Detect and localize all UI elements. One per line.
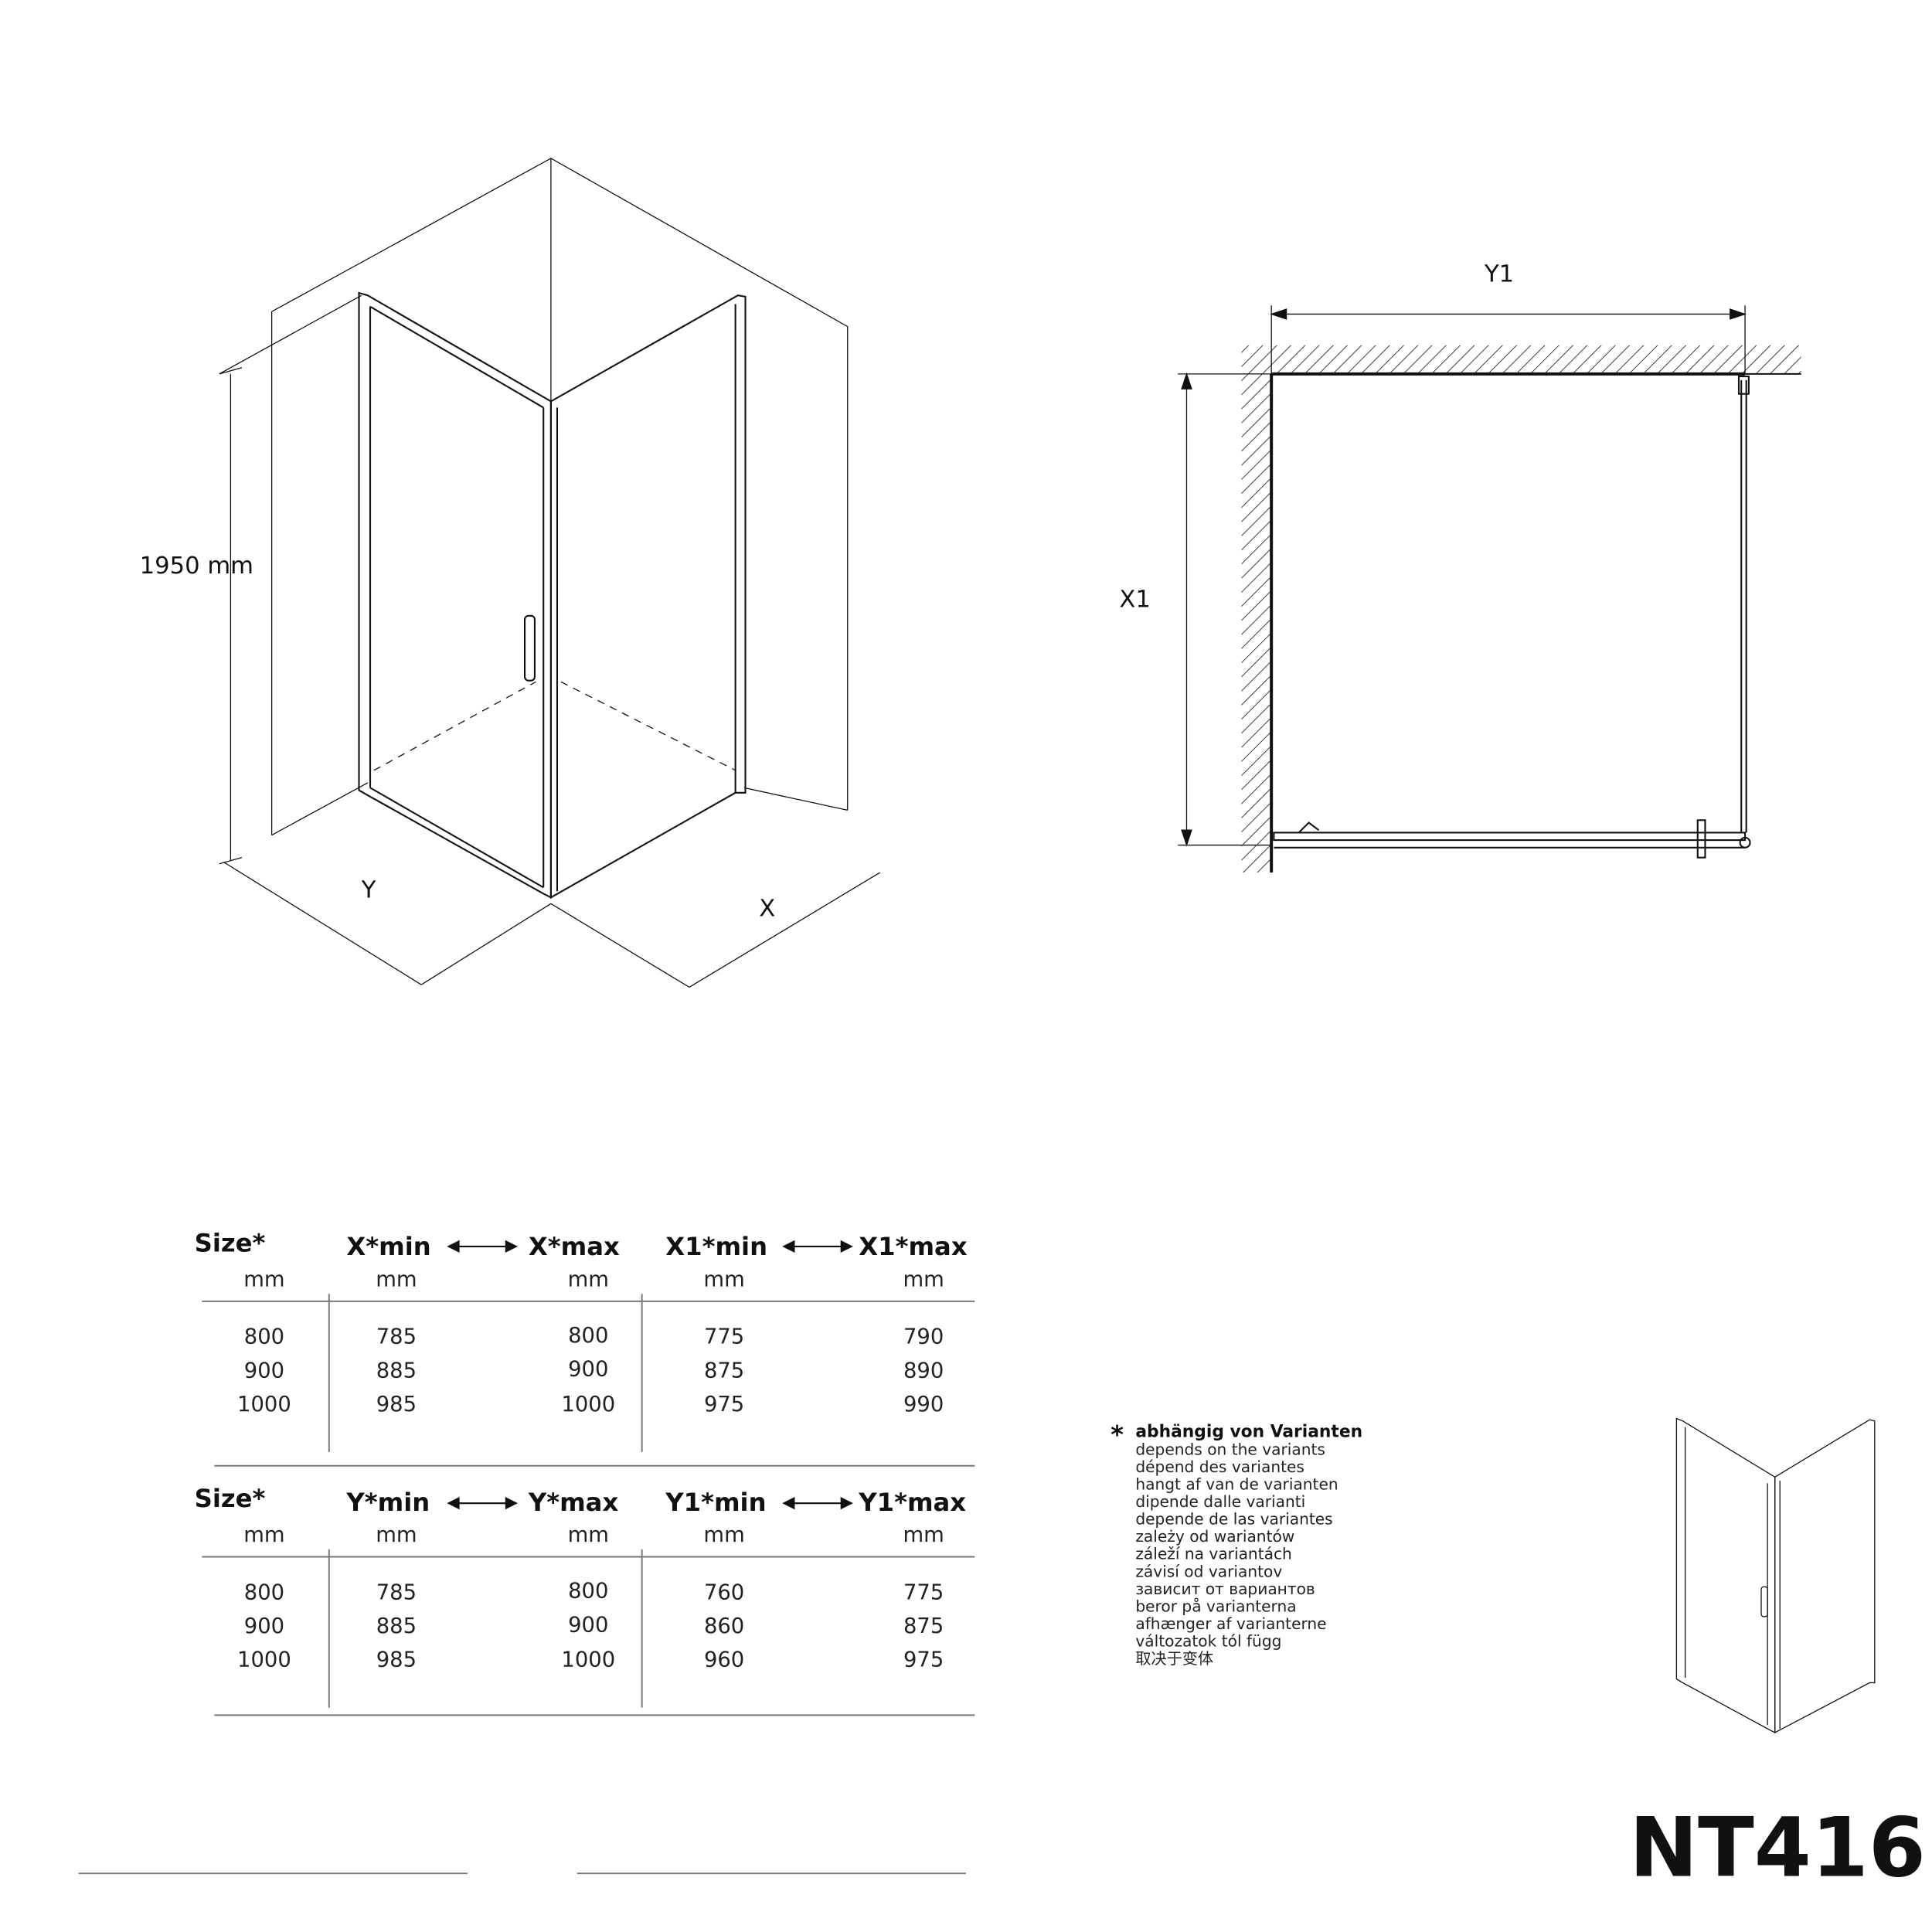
header-x-max: X*max bbox=[529, 1232, 620, 1261]
svg-text:890: 890 bbox=[903, 1359, 944, 1383]
header-x1-min: X1*min bbox=[665, 1232, 767, 1261]
x-label: X bbox=[759, 895, 775, 922]
header-y1-max: Y1*max bbox=[858, 1488, 966, 1517]
svg-text:800: 800 bbox=[568, 1580, 608, 1604]
svg-text:hangt af van de varianten: hangt af van de varianten bbox=[1135, 1475, 1338, 1493]
door-handle bbox=[523, 614, 536, 682]
isometric-drawing: 1950 mm Y X bbox=[140, 158, 881, 988]
unit: mm bbox=[243, 1523, 284, 1547]
height-dimension bbox=[219, 294, 362, 865]
svg-text:760: 760 bbox=[704, 1580, 744, 1604]
svg-text:975: 975 bbox=[903, 1648, 944, 1672]
svg-text:875: 875 bbox=[704, 1359, 744, 1383]
svg-text:990: 990 bbox=[903, 1393, 944, 1417]
top-wall-hatch bbox=[1271, 345, 1801, 374]
svg-text:775: 775 bbox=[903, 1580, 944, 1604]
note-asterisk: * bbox=[1111, 1420, 1124, 1450]
size-table-y: Size* Y*min Y*max Y1*min Y1*max mm mm mm… bbox=[195, 1484, 975, 1716]
svg-text:1000: 1000 bbox=[237, 1393, 291, 1417]
svg-text:1000: 1000 bbox=[561, 1393, 615, 1417]
unit: mm bbox=[568, 1268, 609, 1292]
table-row: 900 885 900 860 875 bbox=[244, 1613, 944, 1638]
svg-text:985: 985 bbox=[376, 1393, 417, 1417]
unit: mm bbox=[903, 1268, 944, 1292]
svg-text:785: 785 bbox=[376, 1325, 417, 1349]
y-label: Y bbox=[361, 876, 376, 903]
range-arrow-icon bbox=[447, 1497, 519, 1510]
svg-text:885: 885 bbox=[376, 1614, 417, 1638]
svg-text:775: 775 bbox=[704, 1325, 744, 1349]
svg-text:975: 975 bbox=[704, 1393, 744, 1417]
svg-text:dipende dalle varianti: dipende dalle varianti bbox=[1135, 1492, 1305, 1511]
header-y1-min: Y1*min bbox=[665, 1488, 766, 1517]
svg-text:záleží na variantách: záleží na variantách bbox=[1135, 1545, 1291, 1563]
model-code: NT416 bbox=[1629, 1800, 1926, 1896]
svg-text:860: 860 bbox=[704, 1614, 744, 1638]
unit: mm bbox=[376, 1268, 417, 1292]
svg-text:afhænger af varianterne: afhænger af varianterne bbox=[1135, 1614, 1326, 1633]
svg-text:зависит от вариантов: зависит от вариантов bbox=[1135, 1580, 1315, 1598]
svg-text:790: 790 bbox=[903, 1325, 944, 1349]
header-y-min: Y*min bbox=[345, 1488, 430, 1517]
header-y-max: Y*max bbox=[528, 1488, 619, 1517]
note-title: abhängig von Varianten bbox=[1135, 1423, 1362, 1442]
unit: mm bbox=[703, 1523, 744, 1547]
shower-door-panel bbox=[358, 291, 552, 899]
variants-note: * abhängig von Varianten depends on the … bbox=[1111, 1420, 1362, 1668]
table-row: 1000 985 1000 975 990 bbox=[237, 1393, 944, 1417]
header-size: Size* bbox=[195, 1228, 266, 1257]
product-thumbnail bbox=[1675, 1417, 1876, 1734]
svg-text:785: 785 bbox=[376, 1580, 417, 1604]
svg-text:800: 800 bbox=[244, 1580, 284, 1604]
svg-text:960: 960 bbox=[704, 1648, 744, 1672]
svg-text:zależy od wariantów: zależy od wariantów bbox=[1135, 1527, 1294, 1546]
header-x1-max: X1*max bbox=[859, 1232, 968, 1261]
svg-text:900: 900 bbox=[244, 1359, 284, 1383]
range-arrow-icon bbox=[782, 1240, 853, 1253]
table-row: 1000 985 1000 960 975 bbox=[237, 1648, 944, 1672]
svg-text:változatok tól függ: változatok tól függ bbox=[1135, 1632, 1281, 1651]
svg-text:900: 900 bbox=[244, 1614, 284, 1638]
unit: mm bbox=[903, 1523, 944, 1547]
table-row: 800 785 800 775 790 bbox=[244, 1324, 944, 1349]
svg-text:beror på varianterna: beror på varianterna bbox=[1135, 1597, 1296, 1615]
table-row: 800 785 800 760 775 bbox=[244, 1580, 944, 1605]
left-wall-hatch bbox=[1241, 345, 1272, 873]
y1-dimension bbox=[1270, 305, 1747, 374]
unit: mm bbox=[703, 1268, 744, 1292]
unit: mm bbox=[568, 1523, 609, 1547]
svg-text:885: 885 bbox=[376, 1359, 417, 1383]
range-arrow-icon bbox=[782, 1497, 853, 1510]
svg-text:900: 900 bbox=[568, 1613, 608, 1637]
svg-text:dépend des variantes: dépend des variantes bbox=[1135, 1458, 1304, 1476]
svg-text:875: 875 bbox=[903, 1614, 944, 1638]
header-size: Size* bbox=[195, 1484, 266, 1513]
y-dimension bbox=[223, 862, 881, 988]
floor-dashed-lines bbox=[373, 681, 736, 771]
room-walls bbox=[270, 158, 849, 836]
size-table-x: Size* X*min X*max X1*min X1*max mm mm mm… bbox=[195, 1228, 975, 1467]
svg-text:985: 985 bbox=[376, 1648, 417, 1672]
unit: mm bbox=[376, 1523, 417, 1547]
shower-side-panel bbox=[549, 294, 747, 900]
svg-text:depende de las variantes: depende de las variantes bbox=[1135, 1510, 1332, 1529]
unit: mm bbox=[243, 1268, 284, 1292]
svg-text:800: 800 bbox=[244, 1325, 284, 1349]
y1-label: Y1 bbox=[1484, 261, 1514, 288]
x1-label: X1 bbox=[1119, 586, 1150, 613]
svg-text:1000: 1000 bbox=[237, 1648, 291, 1672]
svg-text:1000: 1000 bbox=[561, 1648, 615, 1672]
svg-text:800: 800 bbox=[568, 1324, 608, 1348]
x1-dimension bbox=[1178, 372, 1272, 847]
svg-text:900: 900 bbox=[568, 1358, 608, 1382]
height-label: 1950 mm bbox=[140, 553, 253, 580]
header-x-min: X*min bbox=[346, 1232, 430, 1261]
svg-text:取决于变体: 取决于变体 bbox=[1135, 1649, 1213, 1668]
svg-text:depends on the variants: depends on the variants bbox=[1135, 1440, 1325, 1458]
plan-view: Y1 X1 bbox=[1119, 261, 1801, 873]
table-row: 900 885 900 875 890 bbox=[244, 1358, 944, 1383]
svg-text:závisí od variantov: závisí od variantov bbox=[1135, 1562, 1282, 1580]
range-arrow-icon bbox=[447, 1240, 519, 1253]
